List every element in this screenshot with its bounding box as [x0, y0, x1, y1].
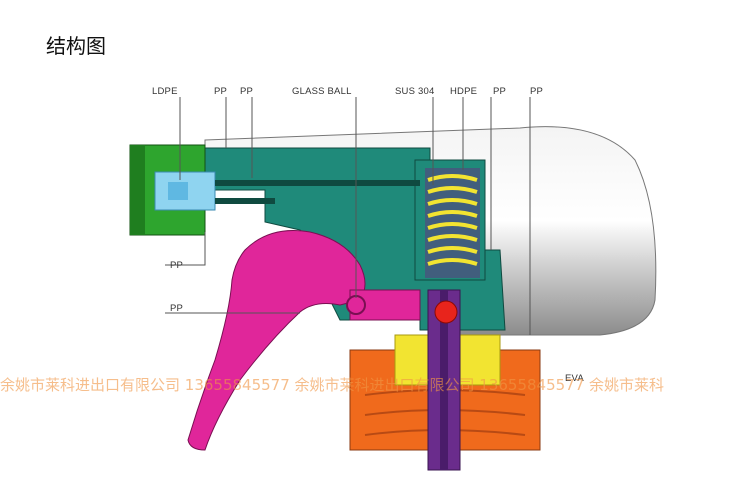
label-pp-1: PP	[214, 86, 228, 97]
fluid-channel-2	[215, 198, 275, 204]
label-pp-3: PP	[493, 86, 507, 97]
fluid-channel	[215, 180, 420, 186]
glass-ball	[346, 295, 366, 315]
label-pp-left-2: PP	[170, 303, 184, 314]
leader-lines	[165, 97, 531, 335]
nozzle-front	[130, 145, 145, 235]
label-sus304: SUS 304	[395, 86, 435, 97]
label-ldpe: LDPE	[152, 86, 178, 97]
label-pp-2: PP	[240, 86, 254, 97]
stem-core	[440, 290, 448, 470]
label-glass-ball: GLASS BALL	[292, 86, 352, 97]
watermark: 余姚市莱科进出口有限公司 13655845577 余姚市莱科进出口有限公司 13…	[0, 376, 665, 394]
page-title: 结构图	[46, 34, 106, 58]
label-pp-left-1: PP	[170, 260, 184, 271]
label-hdpe: HDPE	[450, 86, 478, 97]
trigger	[187, 229, 366, 451]
label-eva: EVA	[565, 373, 584, 384]
spring	[427, 174, 478, 266]
valve-ball	[434, 300, 458, 324]
label-pp-4: PP	[530, 86, 544, 97]
nozzle-insert-tip	[168, 182, 188, 200]
shroud-shell	[204, 126, 657, 336]
